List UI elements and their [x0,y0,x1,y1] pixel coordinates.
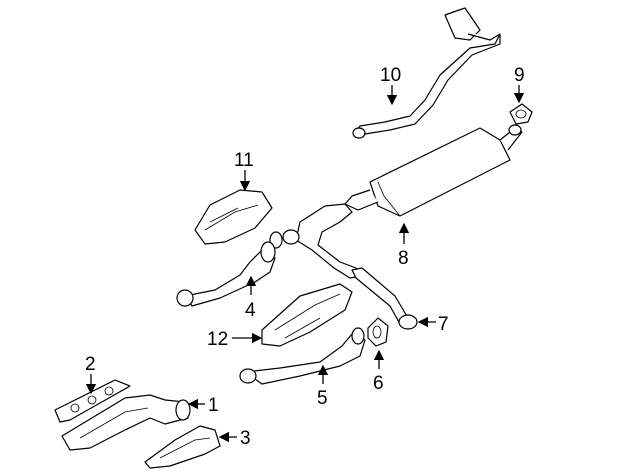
callout-3: 3 [218,428,251,449]
part-tailpipe [352,7,501,139]
callout-7: 7 [417,314,449,335]
part-gasket-6 [367,317,389,347]
svg-text:5: 5 [317,388,328,409]
callout-5: 5 [317,364,329,409]
part-y-pipe [269,203,418,330]
callout-2: 2 [85,354,97,395]
callout-6: 6 [373,349,385,394]
part-heat-shield-lower [261,283,353,347]
part-gasket-9 [509,103,533,125]
callout-9: 9 [513,65,525,104]
callout-1: 1 [187,395,219,416]
callout-10: 10 [380,65,401,106]
callout-4: 4 [245,275,257,321]
svg-text:4: 4 [245,300,256,321]
part-manifold-gasket [54,379,131,423]
svg-text:2: 2 [85,354,96,375]
svg-text:12: 12 [207,329,228,350]
callout-11: 11 [234,150,254,192]
svg-text:9: 9 [514,65,525,86]
part-exhaust-manifold [61,394,191,451]
svg-text:6: 6 [373,373,384,394]
part-manifold-heat-shield [144,425,221,469]
part-catalytic-pipe-5 [239,327,366,385]
part-heat-shield-upper [194,189,273,245]
svg-text:3: 3 [240,428,251,449]
part-catalytic-pipe-4 [176,241,276,307]
svg-text:7: 7 [438,314,449,335]
part-muffler [344,124,523,217]
callout-8: 8 [398,222,410,269]
svg-text:10: 10 [380,65,401,86]
svg-text:11: 11 [234,150,254,171]
svg-text:1: 1 [208,395,219,416]
svg-text:8: 8 [398,248,409,269]
callout-12: 12 [207,329,263,350]
